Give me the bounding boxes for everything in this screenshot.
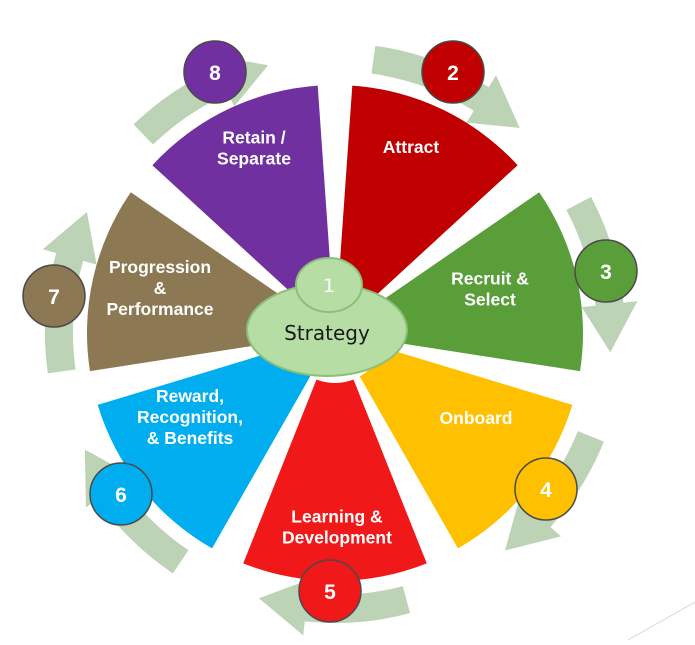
segment-label-line: & [154, 278, 167, 298]
badge-circle [421, 40, 485, 104]
segment-label-retain: Retain /Separate [217, 128, 291, 169]
badge-number: 8 [209, 62, 221, 85]
segment-label-line: Select [464, 290, 516, 310]
number-badge-attract: 2 [421, 40, 485, 104]
segment-wedge-attract [338, 85, 518, 300]
segment-label-progression: Progression&Performance [107, 257, 214, 319]
segment-label-line: Performance [107, 299, 214, 319]
segment-wedge-learning [243, 379, 427, 581]
segment-label-line: & Benefits [147, 428, 234, 448]
segment-label-line: Attract [383, 137, 440, 157]
badge-circle [514, 457, 578, 521]
segment-label-reward: Reward,Recognition,& Benefits [137, 386, 243, 448]
segment-wedge-recruit [376, 192, 584, 372]
strategy-number: 1 [323, 275, 335, 297]
strategy-label: Strategy [284, 321, 370, 345]
segment-label-line: Retain / [222, 128, 285, 148]
badge-number: 3 [600, 261, 612, 284]
segment-label-line: Recruit & [451, 269, 529, 289]
segment-label-line: Recognition, [137, 407, 243, 427]
segment-label-line: Reward, [156, 386, 224, 406]
number-badge-recruit: 3 [574, 239, 638, 303]
segment-label-learning: Learning &Development [282, 507, 392, 548]
strategy-hub: 1 Strategy [246, 257, 408, 377]
strategy-number-ellipse [295, 257, 363, 313]
badge-circle [298, 559, 362, 623]
segment-label-line: Development [282, 528, 392, 548]
badge-circle [574, 239, 638, 303]
segment-label-onboard: Onboard [440, 408, 513, 428]
number-badge-onboard: 4 [514, 457, 578, 521]
number-badge-reward: 6 [89, 462, 153, 526]
badge-circle [22, 264, 86, 328]
badge-number: 2 [447, 62, 459, 85]
badge-number: 4 [540, 479, 552, 502]
badge-number: 5 [324, 581, 336, 604]
segment-label-line: Progression [109, 257, 211, 277]
segment-label-line: Onboard [440, 408, 513, 428]
number-badge-learning: 5 [298, 559, 362, 623]
corner-decoration-line [627, 601, 695, 641]
segment-label-recruit: Recruit &Select [451, 269, 529, 310]
badge-circle [183, 40, 247, 104]
segment-label-line: Learning & [291, 507, 383, 527]
badge-circle [89, 462, 153, 526]
segment-label-attract: Attract [383, 137, 440, 157]
number-badge-retain: 8 [183, 40, 247, 104]
segment-wedge-progression [87, 192, 294, 372]
number-badge-progression: 7 [22, 264, 86, 328]
badge-number: 6 [115, 484, 127, 507]
number-badges: 2 3 4 5 6 7 8 [22, 40, 638, 623]
badge-number: 7 [48, 286, 60, 309]
segment-label-line: Separate [217, 149, 291, 169]
segment-wedge-retain [152, 85, 332, 300]
